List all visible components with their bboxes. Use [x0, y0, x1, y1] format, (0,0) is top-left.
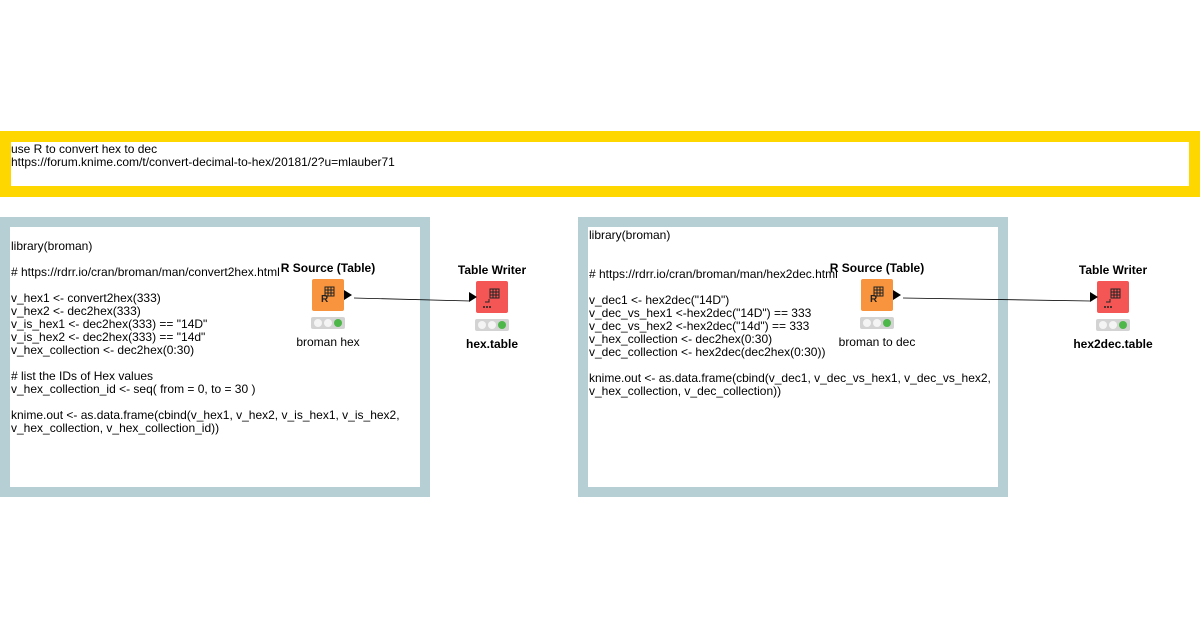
input-port[interactable] — [469, 292, 477, 302]
status-lights — [311, 317, 345, 329]
node-label[interactable]: broman hex — [296, 335, 360, 349]
node-label[interactable]: hex2dec.table — [1073, 337, 1153, 351]
annotation-hex-code-text: library(broman) # https://rdrr.io/cran/b… — [11, 239, 400, 435]
annotation-description[interactable]: use R to convert hex to dec https://foru… — [0, 131, 1200, 197]
table-writer-icon[interactable] — [469, 281, 508, 313]
node-title: Table Writer — [457, 263, 527, 277]
svg-text:R: R — [321, 294, 329, 305]
output-port[interactable] — [893, 290, 901, 300]
node-label[interactable]: hex.table — [465, 337, 519, 351]
node-title: Table Writer — [1078, 263, 1148, 277]
annotation-dec-code-text: library(broman) # https://rdrr.io/cran/b… — [589, 228, 991, 398]
node-rsource-broman-hex[interactable]: R Source (Table) R broman hex — [263, 261, 393, 349]
node-title: R Source (Table) — [280, 261, 376, 275]
r-source-icon[interactable]: R — [861, 279, 901, 311]
node-rsource-broman-to-dec[interactable]: R Source (Table) R broman to dec — [812, 261, 942, 349]
node-table-writer-hex2dec[interactable]: Table Writer hex2dec.table — [1048, 263, 1178, 351]
table-writer-icon[interactable] — [1090, 281, 1129, 313]
node-title: R Source (Table) — [829, 261, 925, 275]
status-lights — [1096, 319, 1130, 331]
annotation-dec-code[interactable]: library(broman) # https://rdrr.io/cran/b… — [578, 217, 1008, 497]
input-port[interactable] — [1090, 292, 1098, 302]
svg-text:R: R — [870, 294, 878, 305]
output-port[interactable] — [344, 290, 352, 300]
node-label[interactable]: broman to dec — [838, 335, 916, 349]
annotation-hex-code[interactable]: library(broman) # https://rdrr.io/cran/b… — [0, 217, 430, 497]
r-source-icon[interactable]: R — [312, 279, 352, 311]
annotation-description-text: use R to convert hex to dec https://foru… — [11, 142, 395, 169]
status-lights — [475, 319, 509, 331]
status-lights — [860, 317, 894, 329]
node-table-writer-hex[interactable]: Table Writer hex.table — [427, 263, 557, 351]
